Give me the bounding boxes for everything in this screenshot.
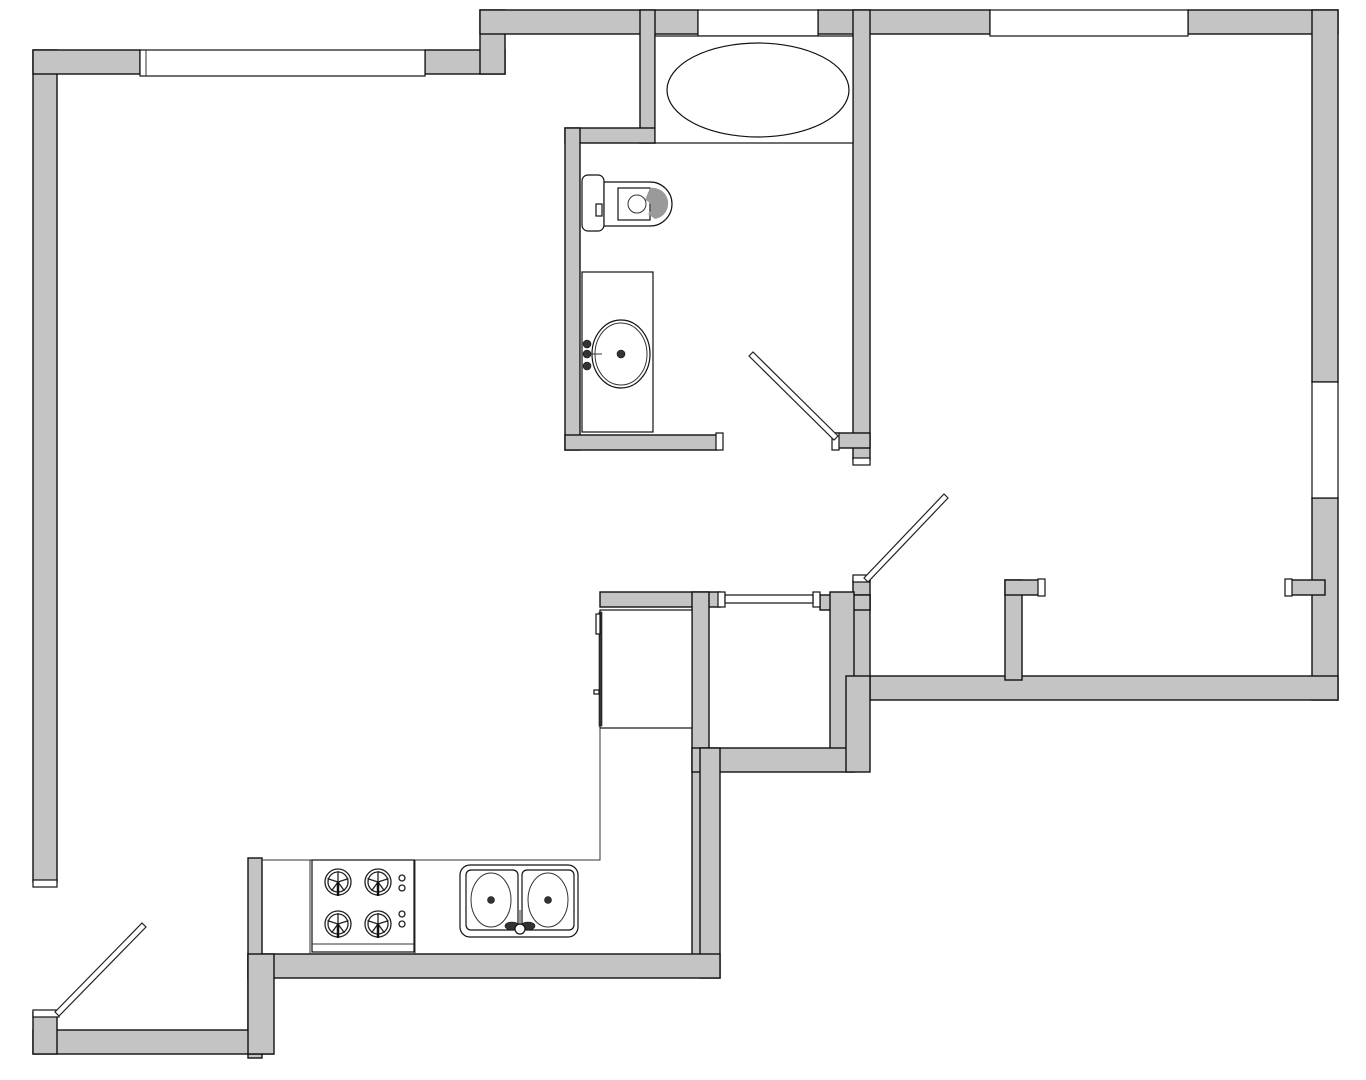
wall-entry-left xyxy=(32,1011,58,1055)
kitchen-fixtures xyxy=(262,609,693,954)
wall-closet-stub-right-h xyxy=(1289,579,1326,596)
wall-closet-stub-left-h xyxy=(1004,579,1041,596)
refrigerator xyxy=(593,609,693,729)
door-bathroom xyxy=(748,351,839,441)
wall-entry-bottom xyxy=(32,1029,274,1055)
wall-bath-upper-left xyxy=(639,9,656,144)
wall-kitchen-right xyxy=(699,747,721,979)
burner-icon xyxy=(364,868,392,896)
closet-jamb xyxy=(1037,578,1046,597)
door-jamb xyxy=(717,591,726,608)
window-top-right xyxy=(989,9,1189,37)
wall-bath-left xyxy=(564,127,581,451)
knob-icon xyxy=(398,920,406,928)
wall-right-upper xyxy=(1311,9,1339,383)
door-jamb xyxy=(812,591,821,608)
window-bathroom xyxy=(697,9,819,37)
burner-icon xyxy=(324,868,352,896)
bathroom-fixtures xyxy=(581,35,854,433)
wall-top-right-a xyxy=(817,9,991,35)
wall-bath-bottom xyxy=(564,434,718,451)
burner-icon xyxy=(364,910,392,938)
doors xyxy=(54,351,949,1017)
wall-step-down xyxy=(845,675,871,773)
burner-icon xyxy=(324,910,352,938)
bathtub xyxy=(666,42,850,138)
wall-right-lower xyxy=(1311,497,1339,701)
toilet xyxy=(581,174,673,232)
knob-icon xyxy=(398,874,406,882)
door-entry xyxy=(54,922,147,1017)
door-jamb xyxy=(715,432,724,451)
walls xyxy=(32,9,1339,1059)
wall-left xyxy=(32,49,58,883)
wall-top-left xyxy=(32,49,141,75)
wall-entry-right xyxy=(247,953,275,1055)
window-top-left xyxy=(139,49,426,77)
door-bedroom xyxy=(863,493,949,583)
closet-jamb xyxy=(1284,578,1293,597)
knob-icon xyxy=(398,910,406,918)
bathroom-vanity-sink xyxy=(581,271,654,433)
window-right xyxy=(1311,381,1339,499)
door-jamb xyxy=(852,457,871,466)
wall-kitchen-bottom xyxy=(247,953,721,979)
knob-icon xyxy=(398,884,406,892)
wall-bath-door-stub xyxy=(835,432,871,449)
wall-end-cap xyxy=(32,879,58,888)
cooktop xyxy=(311,859,415,953)
double-kitchen-sink xyxy=(459,864,579,938)
burners xyxy=(324,868,406,938)
window-interior xyxy=(724,594,814,604)
counter-outline xyxy=(262,728,601,861)
wall-top-mid xyxy=(479,9,699,35)
windows xyxy=(139,9,1339,604)
wall-bath-right xyxy=(852,9,871,461)
wall-bedroom-bottom xyxy=(845,675,1339,701)
